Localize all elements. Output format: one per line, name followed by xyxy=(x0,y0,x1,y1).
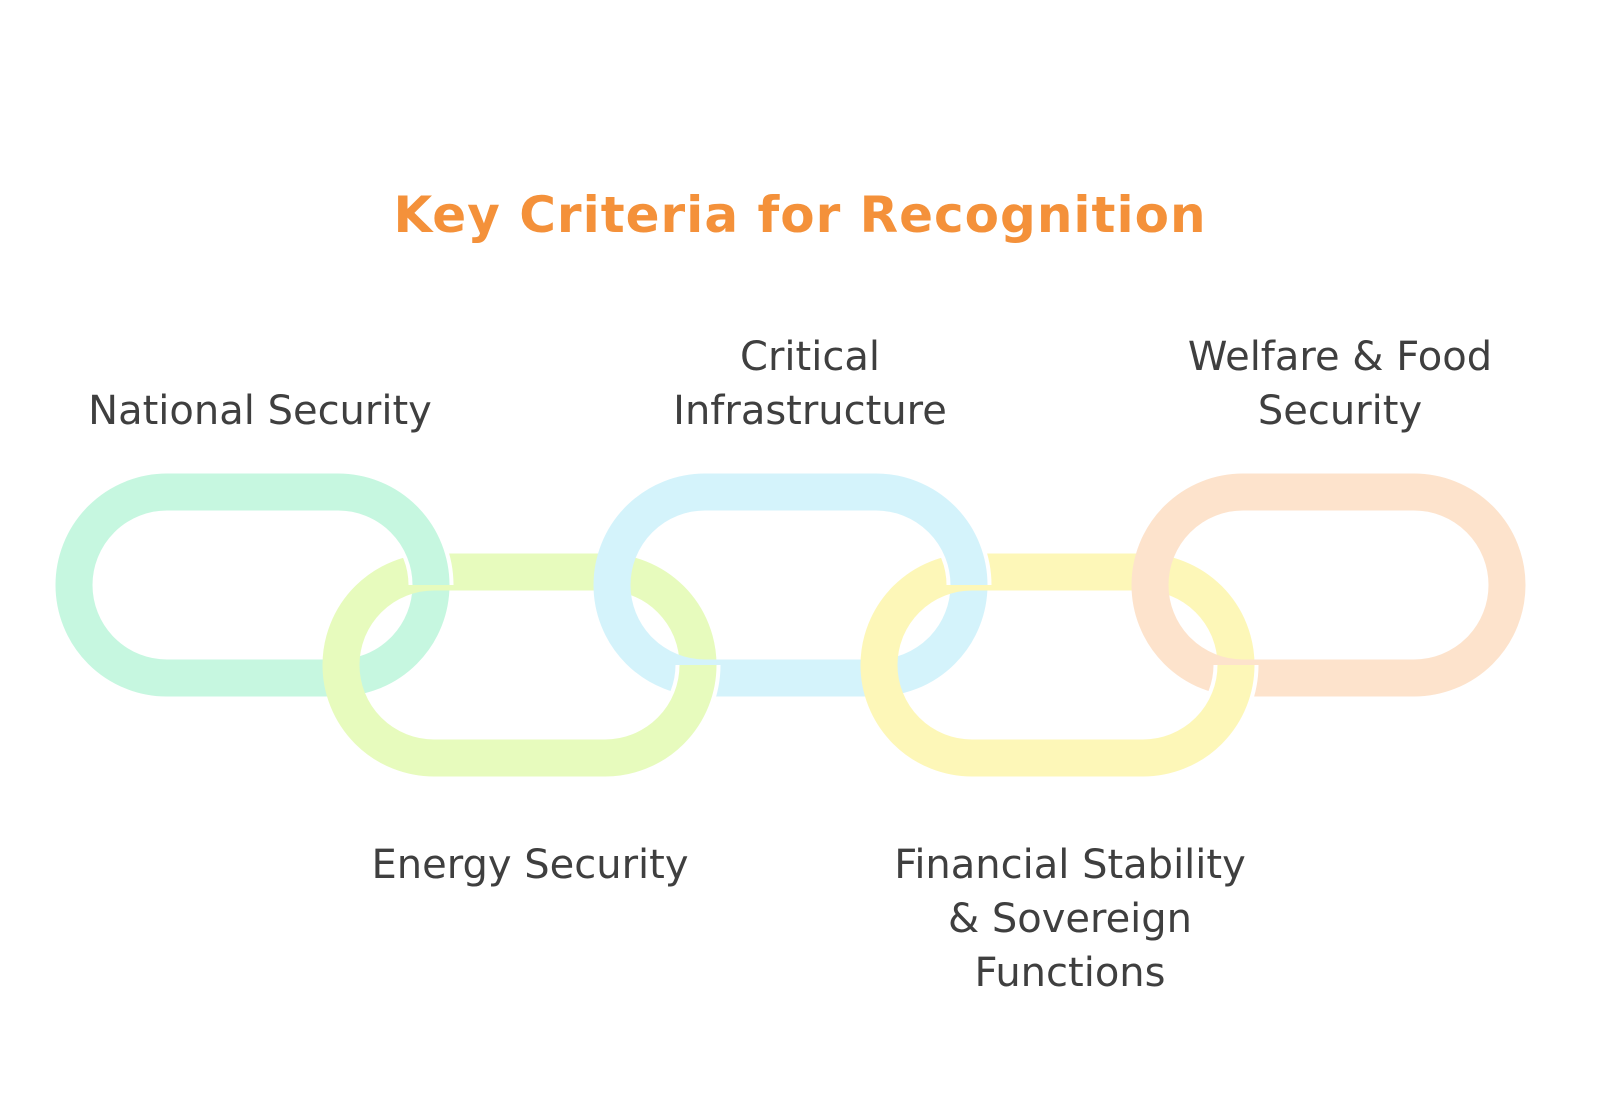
label-national-security: National Security xyxy=(40,384,480,438)
chain-interlocks xyxy=(337,469,1259,781)
label-line: Security xyxy=(1257,388,1423,434)
label-line: Functions xyxy=(974,950,1166,996)
label-line: Energy Security xyxy=(371,842,689,888)
label-line: Infrastructure xyxy=(673,388,947,434)
chain-link-welfare xyxy=(1131,473,1526,697)
interlock-energy-critical xyxy=(604,664,717,777)
chain-rings xyxy=(55,473,1526,777)
label-line: Financial Stability xyxy=(894,842,1246,888)
diagram-title: Key Criteria for Recognition xyxy=(393,186,1207,244)
label-line: & Sovereign xyxy=(947,896,1193,942)
label-line: Critical xyxy=(740,334,880,380)
label-welfare-food-security: Welfare & Food Security xyxy=(1120,330,1560,438)
label-line: Welfare & Food xyxy=(1187,334,1493,380)
interlock-financial-welfare xyxy=(1142,664,1255,777)
interlock-critical-financial xyxy=(875,473,988,586)
label-energy-security: Energy Security xyxy=(310,838,750,892)
label-financial-stability: Financial Stability & Sovereign Function… xyxy=(840,838,1300,1000)
label-critical-infrastructure: Critical Infrastructure xyxy=(590,330,1030,438)
interlock-national-energy xyxy=(337,473,450,586)
label-line: National Security xyxy=(88,388,432,434)
